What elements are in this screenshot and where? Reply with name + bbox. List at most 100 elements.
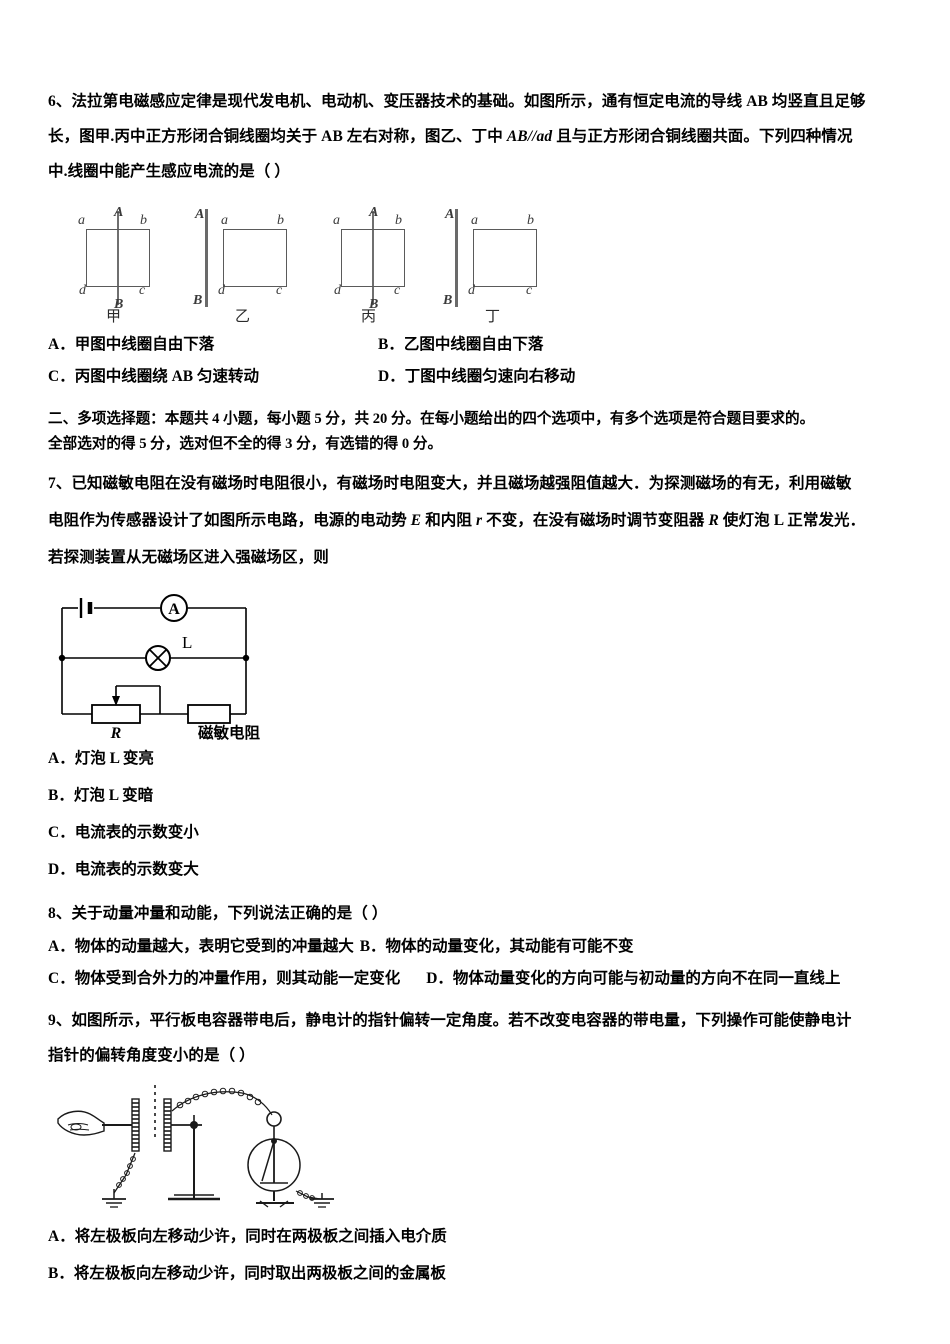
question-7: 7、已知磁敏电阻在没有磁场时电阻很小，有磁场时电阻变大，并且磁场越强阻值越大．为… — [48, 465, 906, 888]
rheostat-label: R — [110, 725, 122, 740]
question-7-line-2: 电阻作为传感器设计了如图所示电路，电源的电动势 E 和内阻 r 不变，在没有磁场… — [48, 512, 866, 529]
junction-dot-left — [58, 654, 66, 662]
question-9-line-2: 指针的偏转角度变小的是（ ） — [48, 1047, 255, 1064]
question-9-option-b[interactable]: B．将左极板向左移动少许，同时取出两极板之间的金属板 — [48, 1265, 446, 1282]
label-corner-a: a — [78, 213, 85, 228]
label-corner-c: c — [526, 283, 533, 298]
label-B: B — [193, 293, 203, 308]
label-corner-b: b — [527, 213, 534, 228]
label-corner-b: b — [140, 213, 147, 228]
connecting-chain — [171, 1087, 273, 1116]
magnetoresistor-label: 磁敏电阻 — [198, 725, 261, 742]
label-A: A — [369, 205, 379, 220]
question-8-line-1: 8、关于动量冲量和动能，下列说法正确的是（ ） — [48, 905, 388, 922]
battery-icon — [79, 598, 93, 618]
question-8-option-b[interactable]: B．物体的动量变化，其动能有可能不变 — [359, 938, 634, 955]
circuit-diagram-svg: A L — [58, 594, 250, 740]
label-corner-a: a — [221, 213, 228, 228]
rheostat-arrow-head — [112, 696, 120, 706]
ab-parallel-ad-notation: AB//ad — [506, 128, 553, 145]
page-content: 6、法拉第电磁感应定律是现代发电机、电动机、变压器技术的基础。如图所示，通有恒定… — [48, 84, 906, 1292]
square-coil — [341, 229, 405, 287]
question-7-line-3: 若探测装置从无磁场区进入强磁场区，则 — [48, 549, 329, 566]
question-7-option-d[interactable]: D．电流表的示数变大 — [48, 861, 199, 878]
question-7-line-1: 7、已知磁敏电阻在没有磁场时电阻很小，有磁场时电阻变大，并且磁场越强阻值越大．为… — [48, 475, 852, 492]
internal-resistance-symbol: r — [476, 512, 483, 529]
electroscope-diagram-svg — [57, 1085, 334, 1208]
ammeter-icon: A — [160, 594, 188, 622]
question-8-option-c[interactable]: C．物体受到合外力的冲量作用，则其动能一定变化 — [48, 970, 401, 987]
wire-ab-line — [205, 209, 209, 307]
rheostat-symbol: R — [708, 512, 719, 529]
wire-ab-line — [372, 211, 374, 305]
wire-ab-line — [117, 211, 119, 305]
right-ground-symbol — [310, 1193, 334, 1208]
figure-caption: 丁 — [485, 308, 501, 325]
question-7-option-c[interactable]: C．电流表的示数变小 — [48, 824, 199, 841]
magnetoresistor-body — [187, 704, 231, 724]
capacitor-right-plate — [163, 1098, 172, 1152]
section-header: 二、多项选择题：本题共 4 小题，每小题 5 分，共 20 分。在每小题给出的四… — [48, 407, 906, 457]
question-6-figures: A B a b d c 甲 A B a b d c 乙 — [62, 201, 906, 329]
label-corner-b: b — [395, 213, 402, 228]
label-corner-a: a — [471, 213, 478, 228]
label-B: B — [443, 293, 453, 308]
label-A: A — [114, 205, 124, 220]
label-corner-d: d — [334, 283, 341, 298]
question-6-option-d[interactable]: D．丁图中线圈匀速向右移动 — [378, 368, 576, 385]
question-7-options: A．灯泡 L 变亮 B．灯泡 L 变暗 C．电流表的示数变小 D．电流表的示数变… — [48, 740, 906, 888]
question-9-options: A．将左极板向左移动少许，同时在两极板之间插入电介质 B．将左极板向左移动少许，… — [48, 1218, 906, 1292]
question-9-electroscope-figure — [56, 1083, 346, 1218]
hand-icon — [57, 1110, 105, 1136]
label-corner-d: d — [218, 283, 225, 298]
question-6-option-c[interactable]: C．丙图中线圈绕 AB 匀速转动 — [48, 368, 259, 385]
question-7-option-a[interactable]: A．灯泡 L 变亮 — [48, 750, 154, 767]
junction-dot-right — [242, 654, 250, 662]
left-ground-wire — [113, 1152, 136, 1194]
emf-symbol: E — [410, 512, 422, 529]
question-6-line-2: 长，图甲.丙中正方形闭合铜线圈均关于 AB 左右对称，图乙、丁中 AB//ad … — [48, 128, 853, 145]
label-corner-c: c — [139, 283, 146, 298]
label-corner-b: b — [277, 213, 284, 228]
plate-stand — [168, 1115, 220, 1201]
question-8-option-a[interactable]: A．物体的动量越大，表明它受到的冲量越大 — [48, 938, 354, 955]
question-6-options-row-2: C．丙图中线圈绕 AB 匀速转动 D．丁图中线圈匀速向右移动 — [48, 361, 906, 393]
figure-caption: 丙 — [361, 308, 377, 325]
question-9-option-a[interactable]: A．将左极板向左移动少许，同时在两极板之间插入电介质 — [48, 1228, 447, 1245]
question-8-options-row-2: C．物体受到合外力的冲量作用，则其动能一定变化 D．物体动量变化的方向可能与初动… — [48, 963, 906, 995]
label-corner-c: c — [276, 283, 283, 298]
label-A: A — [195, 207, 205, 222]
capacitor-left-plate — [131, 1098, 140, 1152]
question-6-option-b[interactable]: B．乙图中线圈自由下落 — [378, 336, 544, 353]
question-6-options-row-1: A．甲图中线圈自由下落 B．乙图中线圈自由下落 — [48, 329, 906, 361]
ammeter-label: A — [168, 601, 180, 618]
question-8-option-d[interactable]: D．物体动量变化的方向可能与初动量的方向不在同一直线上 — [426, 970, 841, 987]
square-coil — [473, 229, 537, 287]
square-coil — [86, 229, 150, 287]
section-header-line-2: 全部选对的得 5 分，选对但不全的得 3 分，有选错的得 0 分。 — [48, 436, 443, 452]
left-ground-symbol — [102, 1189, 126, 1208]
square-coil — [223, 229, 287, 287]
rheostat-body — [91, 704, 141, 724]
question-9: 9、如图所示，平行板电容器带电后，静电计的指针偏转一定角度。若不改变电容器的带电… — [48, 1003, 906, 1292]
electroscope-icon — [247, 1111, 301, 1208]
question-6-line-3: 中.线圈中能产生感应电流的是（ ） — [48, 163, 290, 180]
question-8: 8、关于动量冲量和动能，下列说法正确的是（ ） A．物体的动量越大，表明它受到的… — [48, 896, 906, 995]
coil-figure-jia: A B a b d c 甲 — [62, 201, 192, 329]
label-B: B — [114, 297, 124, 312]
coil-figure-yi: A B a b d c 乙 — [187, 201, 317, 329]
question-6-line-1: 6、法拉第电磁感应定律是现代发电机、电动机、变压器技术的基础。如图所示，通有恒定… — [48, 93, 866, 110]
label-A: A — [445, 207, 455, 222]
question-7-option-b[interactable]: B．灯泡 L 变暗 — [48, 787, 154, 804]
question-6-option-a[interactable]: A．甲图中线圈自由下落 — [48, 336, 215, 353]
lamp-icon — [145, 645, 171, 671]
section-header-line-1: 二、多项选择题：本题共 4 小题，每小题 5 分，共 20 分。在每小题给出的四… — [48, 411, 815, 427]
electroscope-pointer — [261, 1140, 275, 1182]
label-corner-d: d — [468, 283, 475, 298]
wire-ab-line — [455, 209, 459, 307]
question-6: 6、法拉第电磁感应定律是现代发电机、电动机、变压器技术的基础。如图所示，通有恒定… — [48, 84, 906, 393]
figure-caption: 甲 — [106, 308, 122, 325]
question-8-options-row-1: A．物体的动量越大，表明它受到的冲量越大 B．物体的动量变化，其动能有可能不变 — [48, 931, 906, 963]
lamp-label: L — [182, 633, 192, 652]
